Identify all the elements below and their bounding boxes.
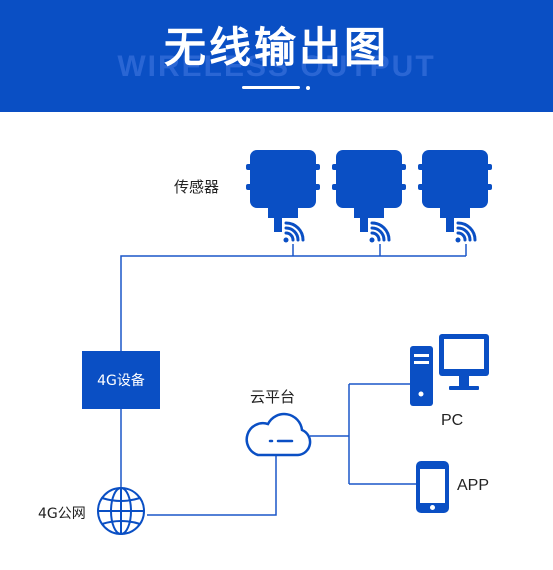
computer-icon — [410, 334, 489, 406]
cloud-platform-label: 云平台 — [250, 388, 296, 406]
banner-title: 无线输出图 — [163, 23, 389, 72]
phone-icon — [416, 461, 449, 513]
sensors-label: 传感器 — [174, 178, 220, 196]
network-to-cloud-line — [147, 455, 277, 516]
banner-underline — [242, 86, 300, 89]
globe-icon — [97, 487, 145, 535]
sensor-icon — [332, 150, 406, 244]
4g-device-box: 4G设备 — [82, 351, 160, 409]
device-label: 4G设备 — [97, 373, 145, 389]
sensor-bus-line — [120, 255, 466, 351]
banner-dot — [306, 86, 310, 90]
sensor-icon — [418, 150, 492, 244]
banner-subtitle: WIRELESS OUTPUT — [117, 50, 436, 83]
header-banner: WIRELESS OUTPUT 无线输出图 — [0, 0, 553, 112]
public-network-label: 4G公网 — [38, 506, 86, 522]
sensor-icon — [246, 150, 320, 244]
connection-lines — [120, 244, 467, 516]
pc-label: PC — [441, 412, 464, 429]
cloud-icon — [245, 412, 312, 457]
app-label: APP — [457, 477, 490, 494]
